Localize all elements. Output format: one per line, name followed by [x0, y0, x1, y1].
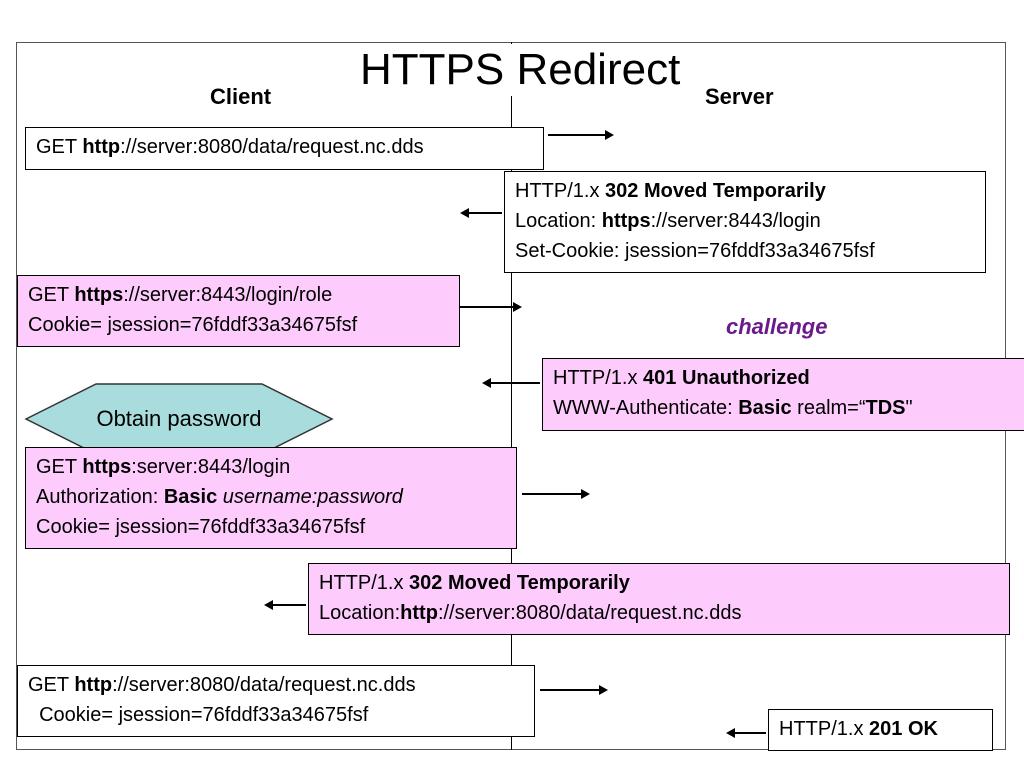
message-line: HTTP/1.x 302 Moved Temporarily	[319, 568, 999, 598]
message-line: HTTP/1.x 401 Unauthorized	[553, 363, 1014, 393]
client-server-divider	[511, 42, 512, 750]
message-201-ok: HTTP/1.x 201 OK	[768, 709, 993, 751]
message-line: GET http://server:8080/data/request.nc.d…	[28, 670, 524, 700]
message-line: HTTP/1.x 302 Moved Temporarily	[515, 176, 975, 206]
message-get-https-login-role: GET https://server:8443/login/role Cooki…	[17, 275, 460, 347]
arrow-left-4	[482, 378, 540, 388]
text-span: Location:	[319, 602, 401, 624]
message-get-http-data: GET http://server:8080/data/request.nc.d…	[25, 127, 544, 170]
obtain-password-step: Obtain password	[24, 383, 334, 455]
text-span: ://server:8080/data/request.nc.dds	[437, 602, 742, 624]
text-span: HTTP/1.x	[779, 718, 870, 740]
message-line: GET https:server:8443/login	[36, 452, 506, 482]
message-302-to-https: HTTP/1.x 302 Moved Temporarily Location:…	[504, 171, 986, 273]
text-span: GET	[36, 456, 83, 478]
text-span: ://server:8080/data/request.nc.dds	[112, 674, 416, 696]
text-span: realm=“	[791, 397, 866, 419]
message-line: Location:http://server:8080/data/request…	[319, 598, 999, 628]
status-text: 401 Unauthorized	[643, 367, 810, 389]
text-span: Location:	[515, 210, 602, 232]
client-column-label: Client	[210, 84, 272, 109]
text-span: GET	[36, 136, 83, 158]
message-line: GET https://server:8443/login/role	[28, 280, 449, 310]
arrow-right-1	[548, 130, 614, 140]
text-span: "	[905, 397, 913, 419]
message-line: Authorization: Basic username:password	[36, 482, 506, 512]
text-span: ://server:8443/login/role	[123, 284, 333, 306]
text-span: Authorization:	[36, 486, 164, 508]
arrow-right-7	[540, 685, 608, 695]
message-line: WWW-Authenticate: Basic realm=“TDS"	[553, 393, 1014, 423]
auth-scheme-text: Basic	[738, 397, 792, 419]
protocol-text: http	[400, 602, 438, 624]
message-get-https-login-auth: GET https:server:8443/login Authorizatio…	[25, 447, 517, 549]
text-span: WWW-Authenticate:	[553, 397, 739, 419]
text-span: ://server:8443/login	[650, 210, 821, 232]
arrow-left-6	[264, 600, 306, 610]
protocol-text: https	[601, 210, 651, 232]
text-span: Set-Cookie: jsession=76fddf33a34675fsf	[515, 240, 875, 262]
text-span: :server:8443/login	[131, 456, 291, 478]
text-span: ://server:8080/data/request.nc.dds	[120, 136, 424, 158]
arrow-left-2	[460, 208, 502, 218]
text-span: GET	[28, 284, 75, 306]
message-line: HTTP/1.x 201 OK	[779, 714, 982, 744]
arrow-right-5	[522, 489, 590, 499]
protocol-text: http	[74, 674, 113, 696]
message-302-to-http: HTTP/1.x 302 Moved Temporarily Location:…	[308, 563, 1010, 635]
realm-text: TDS	[865, 397, 906, 419]
protocol-text: http	[82, 136, 121, 158]
text-span: GET	[28, 674, 75, 696]
auth-scheme-text: Basic	[163, 486, 218, 508]
protocol-text: https	[82, 456, 132, 478]
challenge-label: challenge	[726, 314, 828, 339]
text-span: HTTP/1.x	[553, 367, 644, 389]
message-line: GET http://server:8080/data/request.nc.d…	[36, 132, 533, 162]
text-span: HTTP/1.x	[319, 572, 410, 594]
status-text: 201 OK	[869, 718, 938, 740]
server-column-label: Server	[705, 84, 774, 109]
arrow-left-8	[726, 728, 766, 738]
protocol-text: https	[74, 284, 124, 306]
obtain-password-label: Obtain password	[96, 406, 262, 431]
message-line: Location: https://server:8443/login	[515, 206, 975, 236]
text-span: Cookie= jsession=76fddf33a34675fsf	[36, 516, 366, 538]
message-401-unauthorized: HTTP/1.x 401 Unauthorized WWW-Authentica…	[542, 358, 1024, 431]
message-line: Cookie= jsession=76fddf33a34675fsf	[36, 512, 506, 542]
text-span: Cookie= jsession=76fddf33a34675fsf	[28, 704, 369, 726]
message-line: Cookie= jsession=76fddf33a34675fsf	[28, 700, 524, 730]
status-text: 302 Moved Temporarily	[409, 572, 630, 594]
diagram-title: HTTPS Redirect	[360, 44, 681, 96]
message-get-http-data-cookie: GET http://server:8080/data/request.nc.d…	[17, 665, 535, 737]
text-span: Cookie= jsession=76fddf33a34675fsf	[28, 314, 358, 336]
text-span: HTTP/1.x	[515, 180, 606, 202]
message-line: Cookie= jsession=76fddf33a34675fsf	[28, 310, 449, 340]
message-line: Set-Cookie: jsession=76fddf33a34675fsf	[515, 236, 975, 266]
status-text: 302 Moved Temporarily	[605, 180, 826, 202]
arrow-right-3	[460, 302, 522, 312]
credentials-text: username:password	[222, 486, 403, 508]
